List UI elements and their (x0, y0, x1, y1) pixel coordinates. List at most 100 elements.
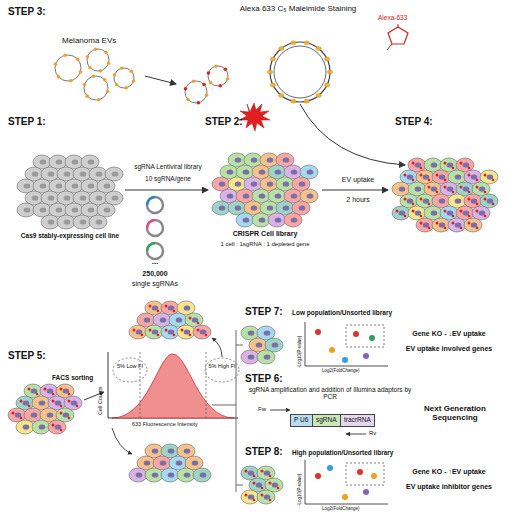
surface-protein (106, 90, 110, 94)
cell-nucleus (455, 198, 462, 203)
cell-nucleus (275, 193, 282, 198)
cell-nucleus (272, 342, 279, 347)
ev-dot (404, 174, 407, 177)
cell-nucleus (32, 171, 39, 176)
cell-nucleus (136, 329, 143, 334)
ev-dot (492, 203, 495, 206)
cell-nucleus (80, 195, 87, 200)
ev-dot (404, 215, 407, 218)
surface-protein (103, 78, 107, 82)
pcr-label: sgRNA amplification and addition of Illu… (245, 386, 415, 401)
cell-nucleus (168, 448, 175, 453)
cell-nucleus (227, 193, 234, 198)
cell-nucleus (251, 181, 258, 186)
cell-nucleus (184, 448, 191, 453)
ev-dot (60, 429, 63, 432)
cell-nucleus (283, 157, 290, 162)
gate-label: 5% Low FI (116, 363, 144, 369)
ev-dot (484, 215, 487, 218)
library-label: 1 cell : 1sgRNA : 1 depleted gene (200, 241, 330, 248)
cell-nucleus (259, 169, 266, 174)
cell-nucleus (423, 222, 430, 227)
ev-dot (181, 329, 184, 332)
cell (448, 218, 466, 232)
surface-protein (316, 93, 321, 97)
cell-nucleus (31, 388, 38, 393)
cell-nucleus (184, 305, 191, 310)
ev-dot (149, 329, 152, 332)
cell (17, 203, 35, 217)
ev-dot (157, 310, 160, 313)
ev-dot (444, 162, 447, 165)
ev-dot (149, 305, 152, 308)
ev-dot (197, 329, 200, 332)
ev-dot (261, 470, 264, 473)
cell-nucleus (64, 171, 71, 176)
ev-dot (396, 210, 399, 213)
surface-protein (226, 77, 230, 81)
surface-protein (197, 101, 201, 105)
cell-nucleus (243, 217, 250, 222)
cell-nucleus (144, 460, 151, 465)
step-title: STEP 8: (245, 446, 283, 458)
cell-nucleus (447, 162, 454, 167)
cell-nucleus (72, 183, 79, 188)
surface-protein (54, 62, 58, 66)
cell-nucleus (80, 219, 87, 224)
construct-label: P U6 (294, 416, 308, 423)
ev-dot (205, 334, 208, 337)
cell (392, 206, 410, 220)
cell (129, 325, 147, 339)
cell-nucleus (39, 400, 46, 405)
primer-label: Rv (369, 430, 376, 437)
cell-nucleus (40, 183, 47, 188)
surface-protein (107, 61, 111, 65)
surface-protein (207, 71, 211, 75)
population-label: High population/Unsorted library (292, 449, 393, 456)
surface-protein (270, 57, 275, 61)
ev-dot (133, 329, 136, 332)
cell (161, 325, 179, 339)
cell (73, 215, 91, 229)
ev-dot (420, 198, 423, 201)
ev-dot (484, 174, 487, 177)
step-title: STEP 1: (8, 116, 46, 128)
cell-nucleus (152, 472, 159, 477)
cell-nucleus (64, 219, 71, 224)
ev-dot (269, 499, 272, 502)
surface-protein (214, 64, 218, 68)
axis-label: 633 Fluorescence Intensity (132, 421, 198, 427)
surface-protein (94, 47, 98, 51)
ev-dot (165, 305, 168, 308)
extracellular-vesicle (84, 76, 108, 100)
cell (252, 213, 270, 227)
cell-nucleus (152, 448, 159, 453)
cell-nucleus (251, 157, 258, 162)
surface-protein (279, 47, 284, 51)
cell-nucleus (463, 186, 470, 191)
ev-dot (476, 186, 479, 189)
construct-label: tracrRNA (344, 416, 371, 423)
cell (241, 490, 259, 504)
cell (89, 215, 107, 229)
ev-dot (277, 487, 280, 490)
cell-nucleus (272, 482, 279, 487)
cell-nucleus (455, 222, 462, 227)
ev-dot (52, 393, 55, 396)
surface-protein (279, 93, 284, 97)
surface-protein (304, 41, 309, 45)
ev-dot (261, 487, 264, 490)
surface-protein (85, 94, 89, 98)
cell (129, 468, 147, 482)
cell-nucleus (96, 195, 103, 200)
cell-nucleus (104, 183, 111, 188)
ev-dot (452, 191, 455, 194)
step-title: STEP 7: (245, 306, 283, 318)
cell-nucleus (47, 412, 54, 417)
cell (41, 215, 59, 229)
construct-box: P U6 (290, 414, 313, 427)
cell-nucleus (39, 424, 46, 429)
ev-dot (460, 210, 463, 213)
surface-protein (92, 74, 96, 78)
cell (212, 201, 230, 215)
